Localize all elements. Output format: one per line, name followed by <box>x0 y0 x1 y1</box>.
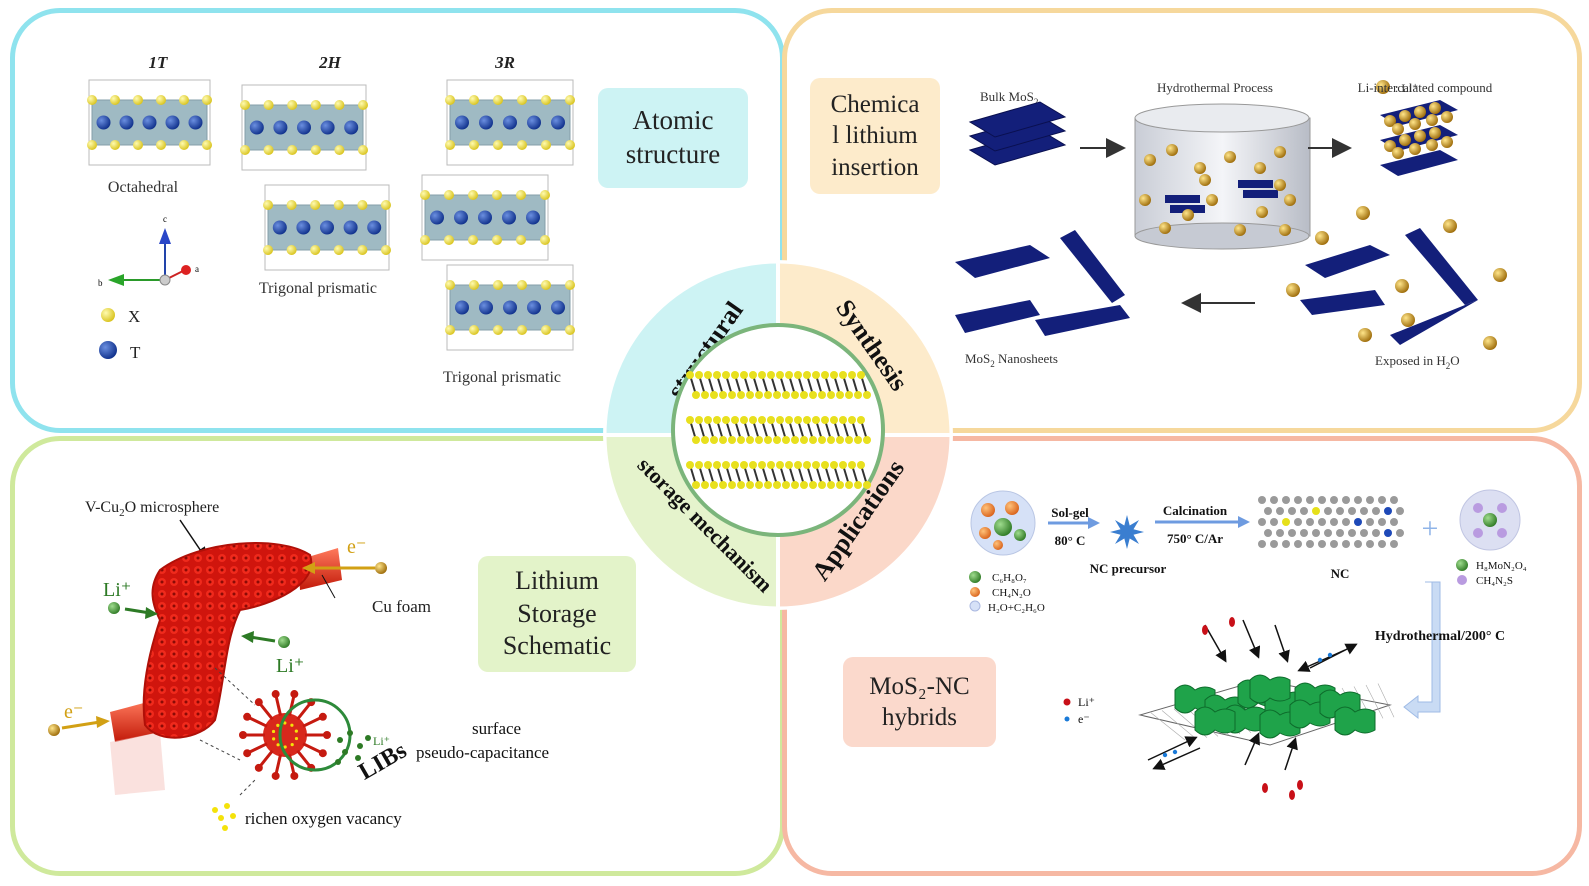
legend-x-label: X <box>128 307 140 326</box>
solgel-temp-label: 80° C <box>1055 533 1086 548</box>
hydrothermal-label: Hydrothermal/200° C <box>1375 629 1505 644</box>
crystal-slabs <box>87 79 575 351</box>
oxygen-vacancy-icon <box>212 803 236 831</box>
li-arrow-right <box>249 635 276 643</box>
electron-label-bottom: e⁻ <box>64 701 83 723</box>
phase-1t-label: 1T <box>149 53 169 72</box>
mos2-nc-hybrid <box>1138 617 1395 800</box>
atomic-structures: 1T 2H 3R Octahedral Trigonal prismatic T… <box>87 53 575 386</box>
panel-applications <box>782 436 1582 876</box>
center-wheel: structural Synthesis storage mechanism A… <box>603 260 953 610</box>
axis-triad: c b a <box>98 214 199 288</box>
legend-x-ball <box>101 308 115 322</box>
li-ball-right <box>278 636 290 648</box>
legend-li: Li⁺ <box>1078 695 1095 709</box>
electron-ball-top <box>375 562 387 574</box>
octahedral-label: Octahedral <box>108 179 179 196</box>
legend-c6h8o7: C₆H₈O₇ <box>992 572 1027 584</box>
li-legend-ball <box>1376 80 1390 94</box>
plus-icon: + <box>1422 512 1439 545</box>
mos2-layers-model <box>686 371 871 489</box>
synthesis-scheme: Bulk MoS2 Hydrothermal Process : Li⁺ Li-… <box>955 80 1507 371</box>
hydrothermal-process-label: Hydrothermal Process <box>1157 80 1273 95</box>
phase-2h-label: 2H <box>318 53 342 72</box>
axis-c-label: c <box>163 214 167 224</box>
microsphere-label: V-Cu2O microsphere <box>85 499 219 519</box>
nanosheets-label: MoS2 Nanosheets <box>965 351 1058 369</box>
calcination-label: Calcination <box>1163 503 1228 518</box>
exposed-sheets <box>1286 206 1507 350</box>
phase-3r-label: 3R <box>494 53 515 72</box>
li-intercalated-label: Li-intercalated compound <box>1358 80 1493 95</box>
li-legend-label: : Li⁺ <box>1395 81 1418 95</box>
li-label-left: Li⁺ <box>103 579 131 601</box>
pseudo-capacitance-label: pseudo-capacitance <box>416 743 549 762</box>
exposed-label: Exposed in H2O <box>1375 353 1460 371</box>
legend-h8mon2o4: H₈MoN₂O₄ <box>1476 560 1527 572</box>
applications-scheme: Sol-gel 80° C NC precursor Calcination 7… <box>969 489 1527 800</box>
legend-e: e⁻ <box>1078 712 1090 726</box>
solgel-label: Sol-gel <box>1051 505 1089 520</box>
spiky-sphere <box>239 690 331 780</box>
chemical-lithium-insertion-tag: Chemica l lithium insertion <box>810 78 940 194</box>
li-ball-left <box>108 602 120 614</box>
axis-a-label: a <box>195 264 199 274</box>
surface-label: surface <box>472 719 521 738</box>
legend-ch4n2o: CH₄N₂O <box>992 587 1031 599</box>
mos2-nc-hybrids-tag: MoS₂-NC hybrids <box>843 657 996 747</box>
trigonal-prismatic-label-2h: Trigonal prismatic <box>259 280 377 297</box>
panel-synthesis <box>782 8 1582 433</box>
nc-precursor-icon <box>1110 515 1144 549</box>
trigonal-prismatic-label-3r: Trigonal prismatic <box>443 369 561 386</box>
li-label-right: Li⁺ <box>276 655 304 677</box>
atomic-structure-tag: Atomic structure <box>598 88 748 188</box>
bulk-mos2-label: Bulk MoS2 <box>980 89 1038 107</box>
cu-foam-pointer <box>321 574 336 599</box>
electron-label-top: e⁻ <box>347 536 366 558</box>
storage-scheme: V-Cu2O microsphere e⁻ Cu foam Li⁺ Li⁺ e⁻ <box>48 499 549 831</box>
cu2o-microsphere-body <box>142 542 313 739</box>
legend-ch4n2s: CH₄N₂S <box>1476 575 1513 587</box>
nc-precursor-label: NC precursor <box>1090 561 1167 576</box>
cu-foam-label: Cu foam <box>372 597 431 616</box>
mos2-model-circle <box>671 323 885 537</box>
calcination-cond-label: 750° C/Ar <box>1167 531 1223 546</box>
axis-b-label: b <box>98 278 103 288</box>
hydrothermal-arrow <box>1403 581 1441 720</box>
bulk-mos2-stack <box>968 101 1067 166</box>
li-intercalated-stack <box>1380 100 1458 176</box>
pipe-reflection <box>110 732 165 795</box>
legend-t-ball <box>99 341 117 359</box>
li-ion-dots <box>335 730 371 765</box>
lithium-storage-schematic-tag: Lithium Storage Schematic <box>478 556 636 672</box>
beaker <box>1134 103 1311 250</box>
legend-solvent: H₂O+C₂H₆O <box>988 602 1045 614</box>
electron-ball-bottom <box>48 724 60 736</box>
legend-t-label: T <box>130 343 141 362</box>
oxygen-vacancy-label: richen oxygen vacancy <box>245 809 402 828</box>
nc-graphene <box>1258 496 1404 548</box>
mos2-nanosheets <box>955 230 1130 336</box>
nc-label: NC <box>1331 566 1350 581</box>
beaker-contents <box>1139 144 1296 236</box>
li-small-label: Li⁺ <box>373 734 390 748</box>
electron-arrow-bottom <box>61 720 101 730</box>
